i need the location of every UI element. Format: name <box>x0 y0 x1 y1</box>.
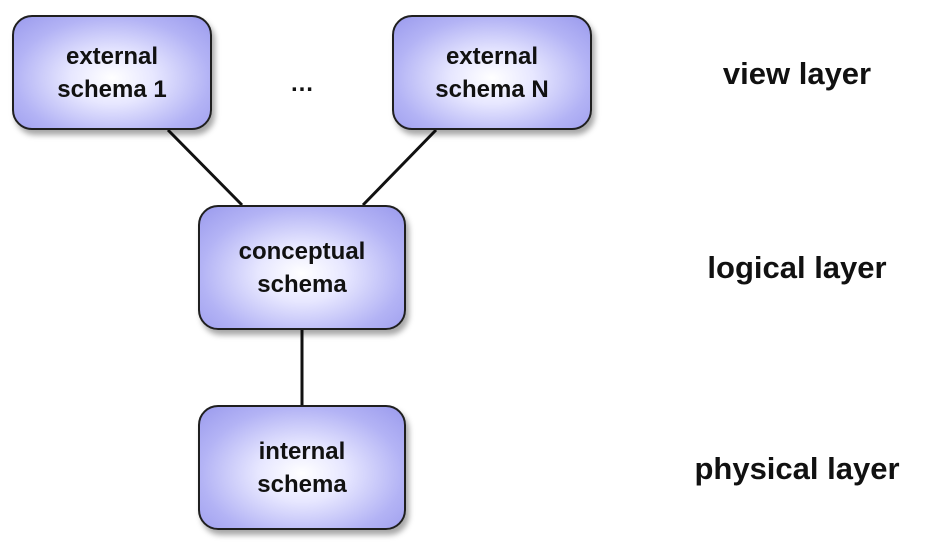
conceptual-schema-text: conceptual schema <box>239 235 366 301</box>
conceptual-schema-node: conceptual schema <box>198 205 406 330</box>
external-schema-n-text: external schema N <box>435 40 548 106</box>
ellipsis: … <box>290 70 314 97</box>
conceptual-schema-line2: schema <box>257 270 347 298</box>
internal-schema-text: internal schema <box>257 435 346 501</box>
external-schema-1-line2: schema 1 <box>57 75 167 103</box>
internal-schema-line2: schema <box>257 470 347 498</box>
external-schema-1-text: external schema 1 <box>57 40 166 106</box>
external-schema-n-line2: schema N <box>435 75 549 103</box>
internal-schema-node: internal schema <box>198 405 406 530</box>
external-schema-1-line1: external <box>65 42 159 70</box>
internal-schema-line1: internal <box>258 437 346 465</box>
physical-layer-label: physical layer <box>694 451 900 486</box>
external-schema-n-node: external schema N <box>392 15 592 130</box>
view-layer-label: view layer <box>722 56 872 91</box>
edge-external-n-to-conceptual <box>361 128 438 207</box>
external-schema-1-node: external schema 1 <box>12 15 212 130</box>
logical-layer-label: logical layer <box>707 250 887 285</box>
conceptual-schema-line1: conceptual <box>238 237 366 265</box>
edge-external-1-to-conceptual <box>166 128 244 207</box>
external-schema-n-line1: external <box>445 42 539 70</box>
